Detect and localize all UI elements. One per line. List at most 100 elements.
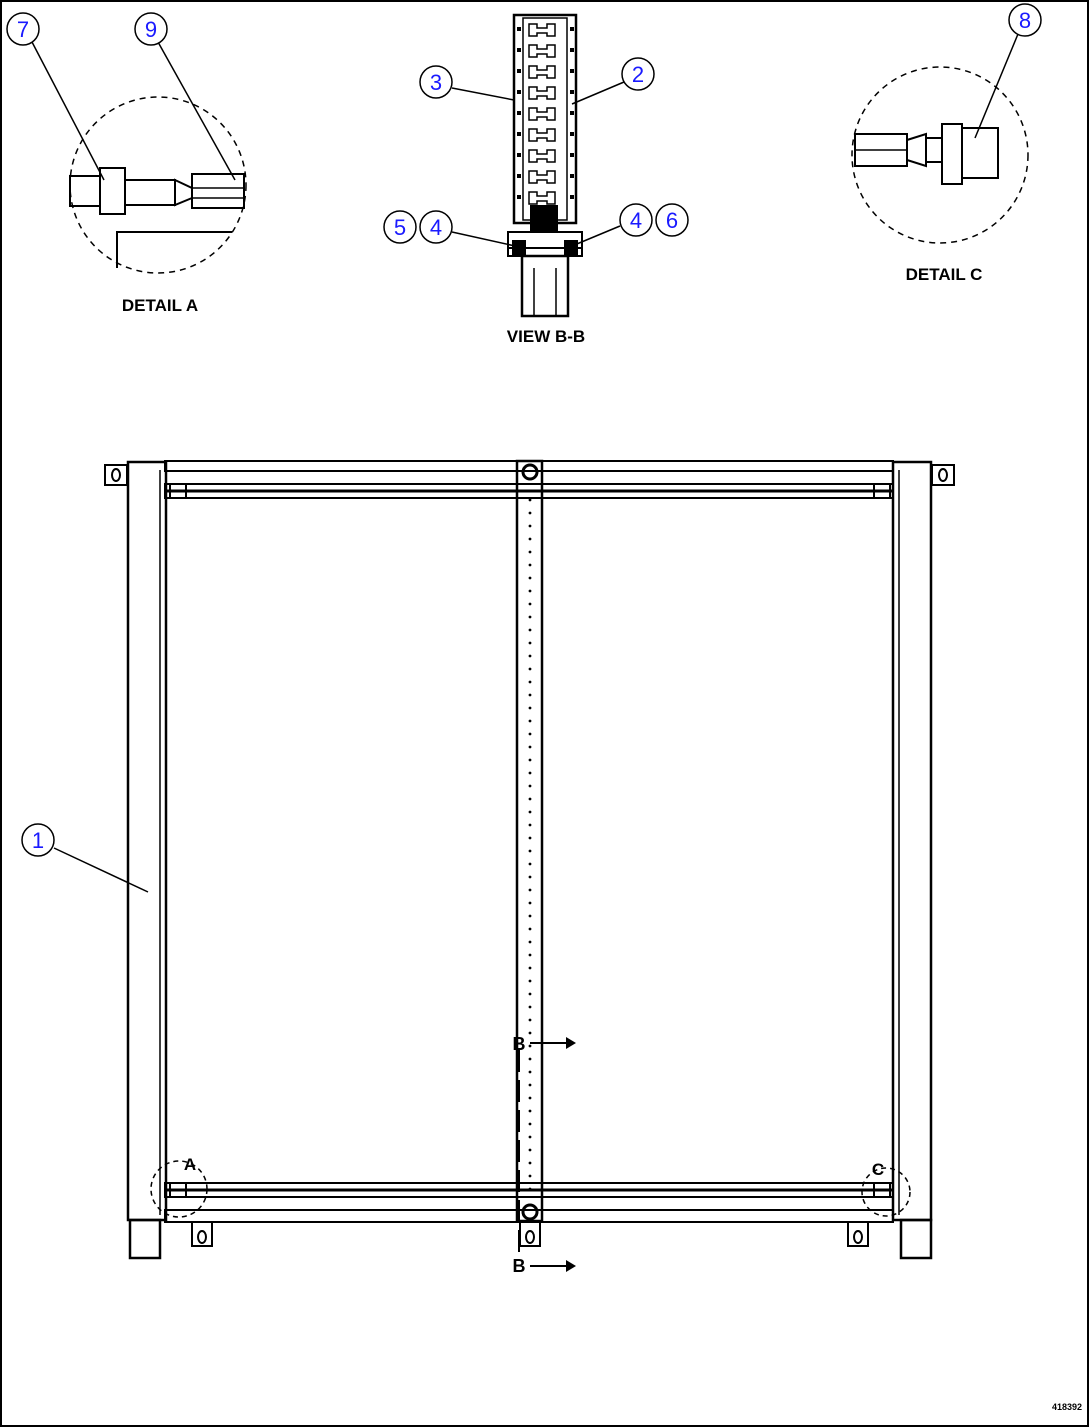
perforation-dot xyxy=(528,654,532,658)
weld-bead xyxy=(530,205,558,233)
mount-tab-bottom-right xyxy=(847,1221,869,1247)
perforation-dot xyxy=(528,628,532,632)
callout-1[interactable]: 1 xyxy=(21,823,55,857)
perforation-dot xyxy=(528,836,532,840)
svg-text:3: 3 xyxy=(430,70,442,95)
channel-tooth xyxy=(528,44,556,58)
rod-end xyxy=(191,173,245,209)
svg-text:5: 5 xyxy=(394,215,406,240)
callout-5[interactable]: 5 xyxy=(383,210,417,244)
perforation-dot xyxy=(528,693,532,697)
channel-rivet xyxy=(517,27,521,31)
perforation-dot xyxy=(528,1135,532,1139)
perforation-dot xyxy=(528,1083,532,1087)
perforation-dot xyxy=(528,862,532,866)
channel-rivet xyxy=(570,174,574,178)
channel-tooth xyxy=(528,170,556,184)
perforation-dot xyxy=(528,823,532,827)
perforation-dot xyxy=(528,888,532,892)
svg-text:7: 7 xyxy=(17,17,29,42)
channel-rivet xyxy=(570,132,574,136)
channel-rivet xyxy=(570,153,574,157)
callout-4-right[interactable]: 4 xyxy=(619,203,653,237)
perforation-dot xyxy=(528,524,532,528)
perforation-dot xyxy=(528,940,532,944)
perforation-dot xyxy=(528,901,532,905)
perforation-dot xyxy=(528,602,532,606)
callout-7[interactable]: 7 xyxy=(6,12,40,46)
perforation-dot xyxy=(528,1174,532,1178)
post-section xyxy=(520,254,570,318)
callout-6[interactable]: 6 xyxy=(655,203,689,237)
detail-c-label: DETAIL C xyxy=(906,265,983,284)
perforation-dot xyxy=(528,1057,532,1061)
perforation-dot xyxy=(528,667,532,671)
svg-text:6: 6 xyxy=(666,208,678,233)
channel-rivet xyxy=(517,48,521,52)
detail-c-marker: C xyxy=(872,1160,884,1179)
perforation-dot xyxy=(528,1161,532,1165)
perforation-dot xyxy=(528,641,532,645)
cone xyxy=(906,132,927,168)
mount-tab-bottom-left xyxy=(191,1221,213,1247)
channel-rivet xyxy=(517,153,521,157)
callout-3[interactable]: 3 xyxy=(419,65,453,99)
perforation-dot xyxy=(528,589,532,593)
mount-tab-bottom-center xyxy=(519,1221,541,1247)
drawing-number: 418392 xyxy=(1052,1402,1082,1412)
bolt-flange-c xyxy=(941,123,963,185)
callout-8[interactable]: 8 xyxy=(1008,3,1042,37)
bolt-shank xyxy=(124,179,176,206)
detail-c-group: DETAIL C xyxy=(851,33,1029,284)
main-frame: B B A C xyxy=(53,459,955,1276)
callout-2[interactable]: 2 xyxy=(621,57,655,91)
perforation-dot xyxy=(528,1122,532,1126)
view-bb-group: VIEW B-B xyxy=(451,13,625,346)
callout-9[interactable]: 9 xyxy=(134,12,168,46)
channel-rivet xyxy=(517,132,521,136)
channel-rivet xyxy=(570,48,574,52)
detail-c-ref-circle xyxy=(861,1167,911,1217)
perforation-dot xyxy=(528,758,532,762)
channel-rivet xyxy=(570,69,574,73)
svg-text:1: 1 xyxy=(32,828,44,853)
divider-bolt-top xyxy=(521,463,539,481)
bolt-tip xyxy=(174,178,193,207)
detail-a-label: DETAIL A xyxy=(122,296,198,315)
perforation-dot xyxy=(528,1018,532,1022)
perforation-dot xyxy=(528,875,532,879)
perforation-dot xyxy=(528,563,532,567)
frame-profile xyxy=(116,231,232,268)
perforation-dot xyxy=(528,1148,532,1152)
left-foot xyxy=(128,1218,162,1260)
section-marker-b-top: B xyxy=(513,1034,526,1054)
channel-rivet xyxy=(517,174,521,178)
center-divider xyxy=(515,459,544,1223)
view-bb-label: VIEW B-B xyxy=(507,327,585,346)
channel-tooth xyxy=(528,86,556,100)
perforation-dot xyxy=(528,1096,532,1100)
perforation-dot xyxy=(528,706,532,710)
perforation-dot xyxy=(528,797,532,801)
callout-4-left[interactable]: 4 xyxy=(419,210,453,244)
channel-teeth xyxy=(517,23,574,205)
svg-text:2: 2 xyxy=(632,62,644,87)
perforation-dot xyxy=(528,927,532,931)
section-marker-b-bottom: B xyxy=(513,1256,526,1276)
detail-c-circle xyxy=(851,66,1029,244)
detail-a-group: DETAIL A xyxy=(31,41,247,315)
detail-a-marker: A xyxy=(184,1155,196,1174)
channel-rivet xyxy=(517,90,521,94)
svg-text:4: 4 xyxy=(630,208,642,233)
perforation-dot xyxy=(528,550,532,554)
detail-a-ref-circle xyxy=(150,1160,208,1218)
perforation-dot xyxy=(528,966,532,970)
bolt-flange xyxy=(99,167,126,215)
channel-rivet xyxy=(570,195,574,199)
perforation-dot xyxy=(528,498,532,502)
channel-rivet xyxy=(517,111,521,115)
perforation-dot xyxy=(528,615,532,619)
perforation-dot xyxy=(528,537,532,541)
